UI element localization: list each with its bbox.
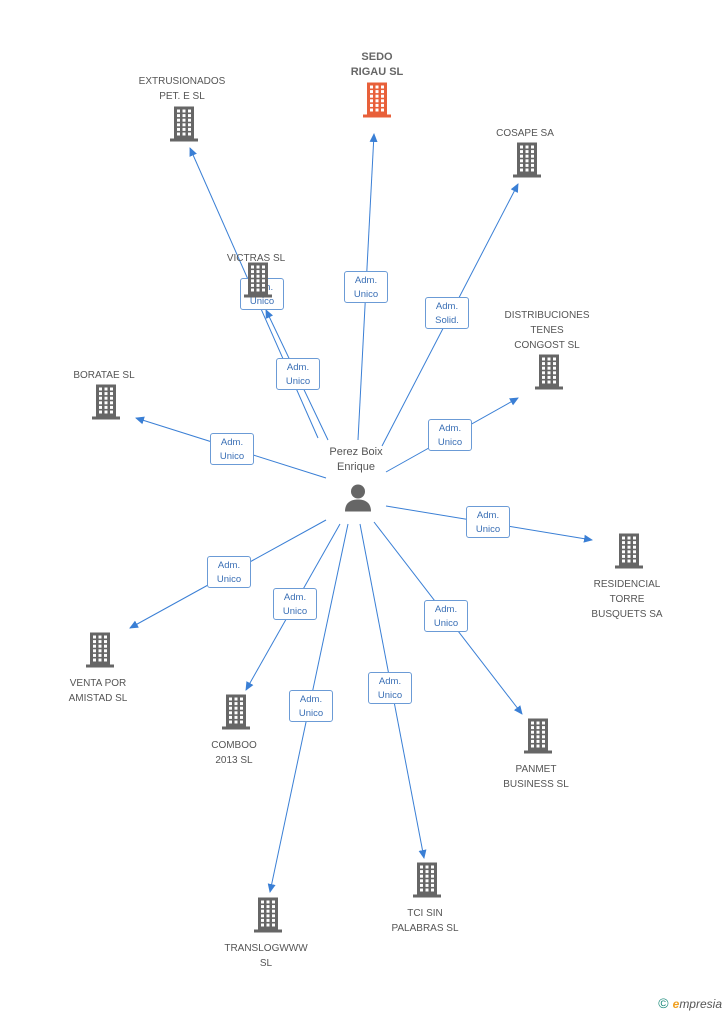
role-label-tci[interactable]: Adm. Unico (368, 672, 412, 704)
building-icon (524, 718, 552, 754)
building-icon (254, 897, 282, 933)
company-label-boratae[interactable]: BORATAE SL (73, 370, 135, 381)
building-icon (92, 384, 120, 420)
company-node-cosape[interactable] (511, 142, 543, 183)
company-label-cosape[interactable]: COSAPE SA (496, 128, 554, 139)
role-label-venta[interactable]: Adm. Unico (207, 556, 251, 588)
company-label-extrusionados[interactable]: EXTRUSIONADOS PET. E SL (138, 76, 226, 102)
building-icon (615, 533, 643, 569)
role-label-victras[interactable]: Adm. Unico (276, 358, 320, 390)
brand-name: mpresia (679, 997, 722, 1011)
company-label-comboo[interactable]: COMBOO 2013 SL (211, 740, 257, 766)
watermark: ©empresia (658, 995, 722, 1011)
role-label-cosape[interactable]: Adm. Solid. (425, 297, 469, 329)
company-node-tci[interactable] (411, 862, 443, 903)
copyright-symbol: © (658, 995, 669, 1011)
building-icon (244, 262, 272, 298)
company-label-venta[interactable]: VENTA POR AMISTAD SL (68, 678, 128, 704)
company-label-victras[interactable]: VICTRAS SL (226, 253, 286, 264)
company-label-distribuciones[interactable]: DISTRIBUCIONES TENES CONGOST SL (504, 310, 590, 351)
company-node-residencial[interactable] (613, 533, 645, 574)
role-label-boratae[interactable]: Adm. Unico (210, 433, 254, 465)
building-icon (535, 354, 563, 390)
company-label-tci[interactable]: TCI SIN PALABRAS SL (391, 908, 459, 934)
company-node-boratae[interactable] (90, 384, 122, 425)
person-icon (345, 484, 371, 512)
building-icon (363, 82, 391, 118)
building-icon (86, 632, 114, 668)
company-node-sedo[interactable] (361, 82, 393, 123)
role-label-translog[interactable]: Adm. Unico (289, 690, 333, 722)
brand-e: e (672, 997, 680, 1011)
company-node-panmet[interactable] (522, 718, 554, 759)
building-icon (513, 142, 541, 178)
building-icon (170, 106, 198, 142)
role-label-residencial[interactable]: Adm. Unico (466, 506, 510, 538)
company-label-translog[interactable]: TRANSLOGWWW SL (224, 943, 308, 969)
company-node-comboo[interactable] (220, 694, 252, 735)
company-node-extrusionados[interactable] (168, 106, 200, 147)
role-label-sedo[interactable]: Adm. Unico (344, 271, 388, 303)
company-node-victras[interactable] (242, 262, 274, 303)
role-label-distribuciones[interactable]: Adm. Unico (428, 419, 472, 451)
building-icon (413, 862, 441, 898)
role-label-comboo[interactable]: Adm. Unico (273, 588, 317, 620)
center-person-label: Perez Boix Enrique (329, 446, 383, 473)
company-node-translog[interactable] (252, 897, 284, 938)
company-node-venta[interactable] (84, 632, 116, 673)
company-label-residencial[interactable]: RESIDENCIAL TORRE BUSQUETS SA (591, 579, 663, 620)
company-node-distribuciones[interactable] (533, 354, 565, 395)
building-icon (222, 694, 250, 730)
company-label-sedo[interactable]: SEDO RIGAU SL (350, 51, 404, 78)
company-label-panmet[interactable]: PANMET BUSINESS SL (503, 764, 569, 790)
role-label-panmet[interactable]: Adm. Unico (424, 600, 468, 632)
center-person[interactable] (343, 483, 373, 518)
